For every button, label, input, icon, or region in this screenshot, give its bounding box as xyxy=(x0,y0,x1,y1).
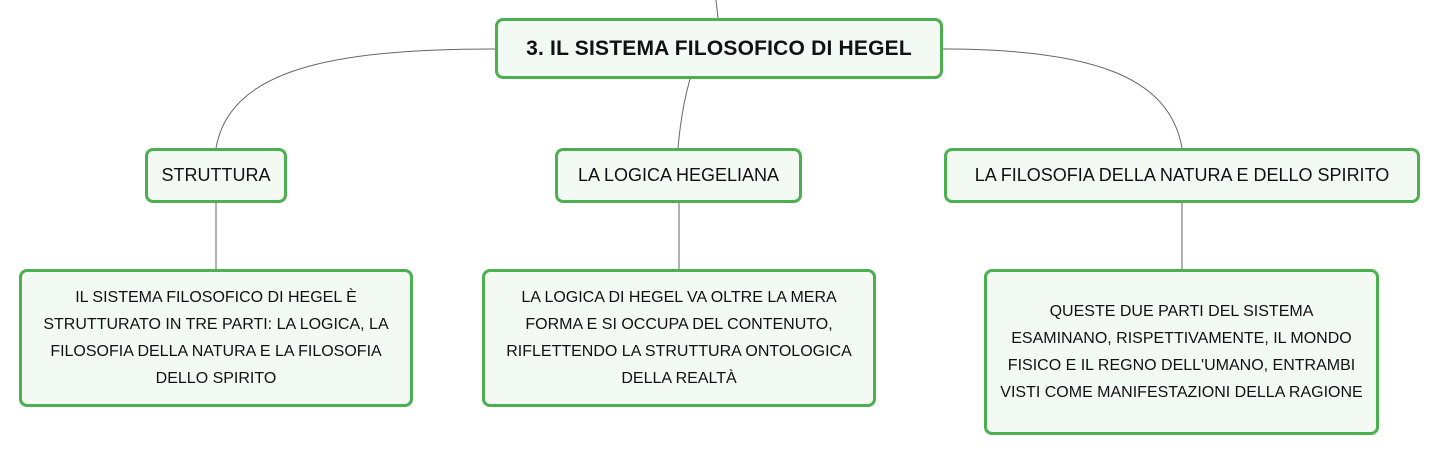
description-node-struttura[interactable]: IL SISTEMA FILOSOFICO DI HEGEL È STRUTTU… xyxy=(19,269,413,407)
connector-from-parent xyxy=(715,0,719,19)
description-text: QUESTE DUE PARTI DEL SISTEMA ESAMINANO, … xyxy=(1000,303,1363,401)
topic-node-logica-hegeliana[interactable]: LA LOGICA HEGELIANA xyxy=(555,148,802,203)
description-text: LA LOGICA DI HEGEL VA OLTRE LA MERA FORM… xyxy=(506,289,852,387)
topic-label: LA FILOSOFIA DELLA NATURA E DELLO SPIRIT… xyxy=(974,165,1390,185)
topic-node-struttura[interactable]: STRUTTURA xyxy=(145,148,287,203)
description-node-logica-hegeliana[interactable]: LA LOGICA DI HEGEL VA OLTRE LA MERA FORM… xyxy=(482,269,876,407)
description-node-filosofia-natura-spirito[interactable]: QUESTE DUE PARTI DEL SISTEMA ESAMINANO, … xyxy=(984,269,1379,435)
topic-label: STRUTTURA xyxy=(161,165,271,185)
description-text: IL SISTEMA FILOSOFICO DI HEGEL È STRUTTU… xyxy=(43,289,389,387)
topic-node-filosofia-natura-spirito[interactable]: LA FILOSOFIA DELLA NATURA E DELLO SPIRIT… xyxy=(944,148,1420,203)
root-node[interactable]: 3. IL SISTEMA FILOSOFICO DI HEGEL xyxy=(495,18,943,79)
connector-root-to-struttura xyxy=(215,48,496,149)
connector-root-to-filosofia xyxy=(942,48,1183,149)
topic-label: LA LOGICA HEGELIANA xyxy=(577,165,780,185)
connector-root-to-logica xyxy=(677,78,691,149)
root-label: 3. IL SISTEMA FILOSOFICO DI HEGEL xyxy=(526,36,912,60)
